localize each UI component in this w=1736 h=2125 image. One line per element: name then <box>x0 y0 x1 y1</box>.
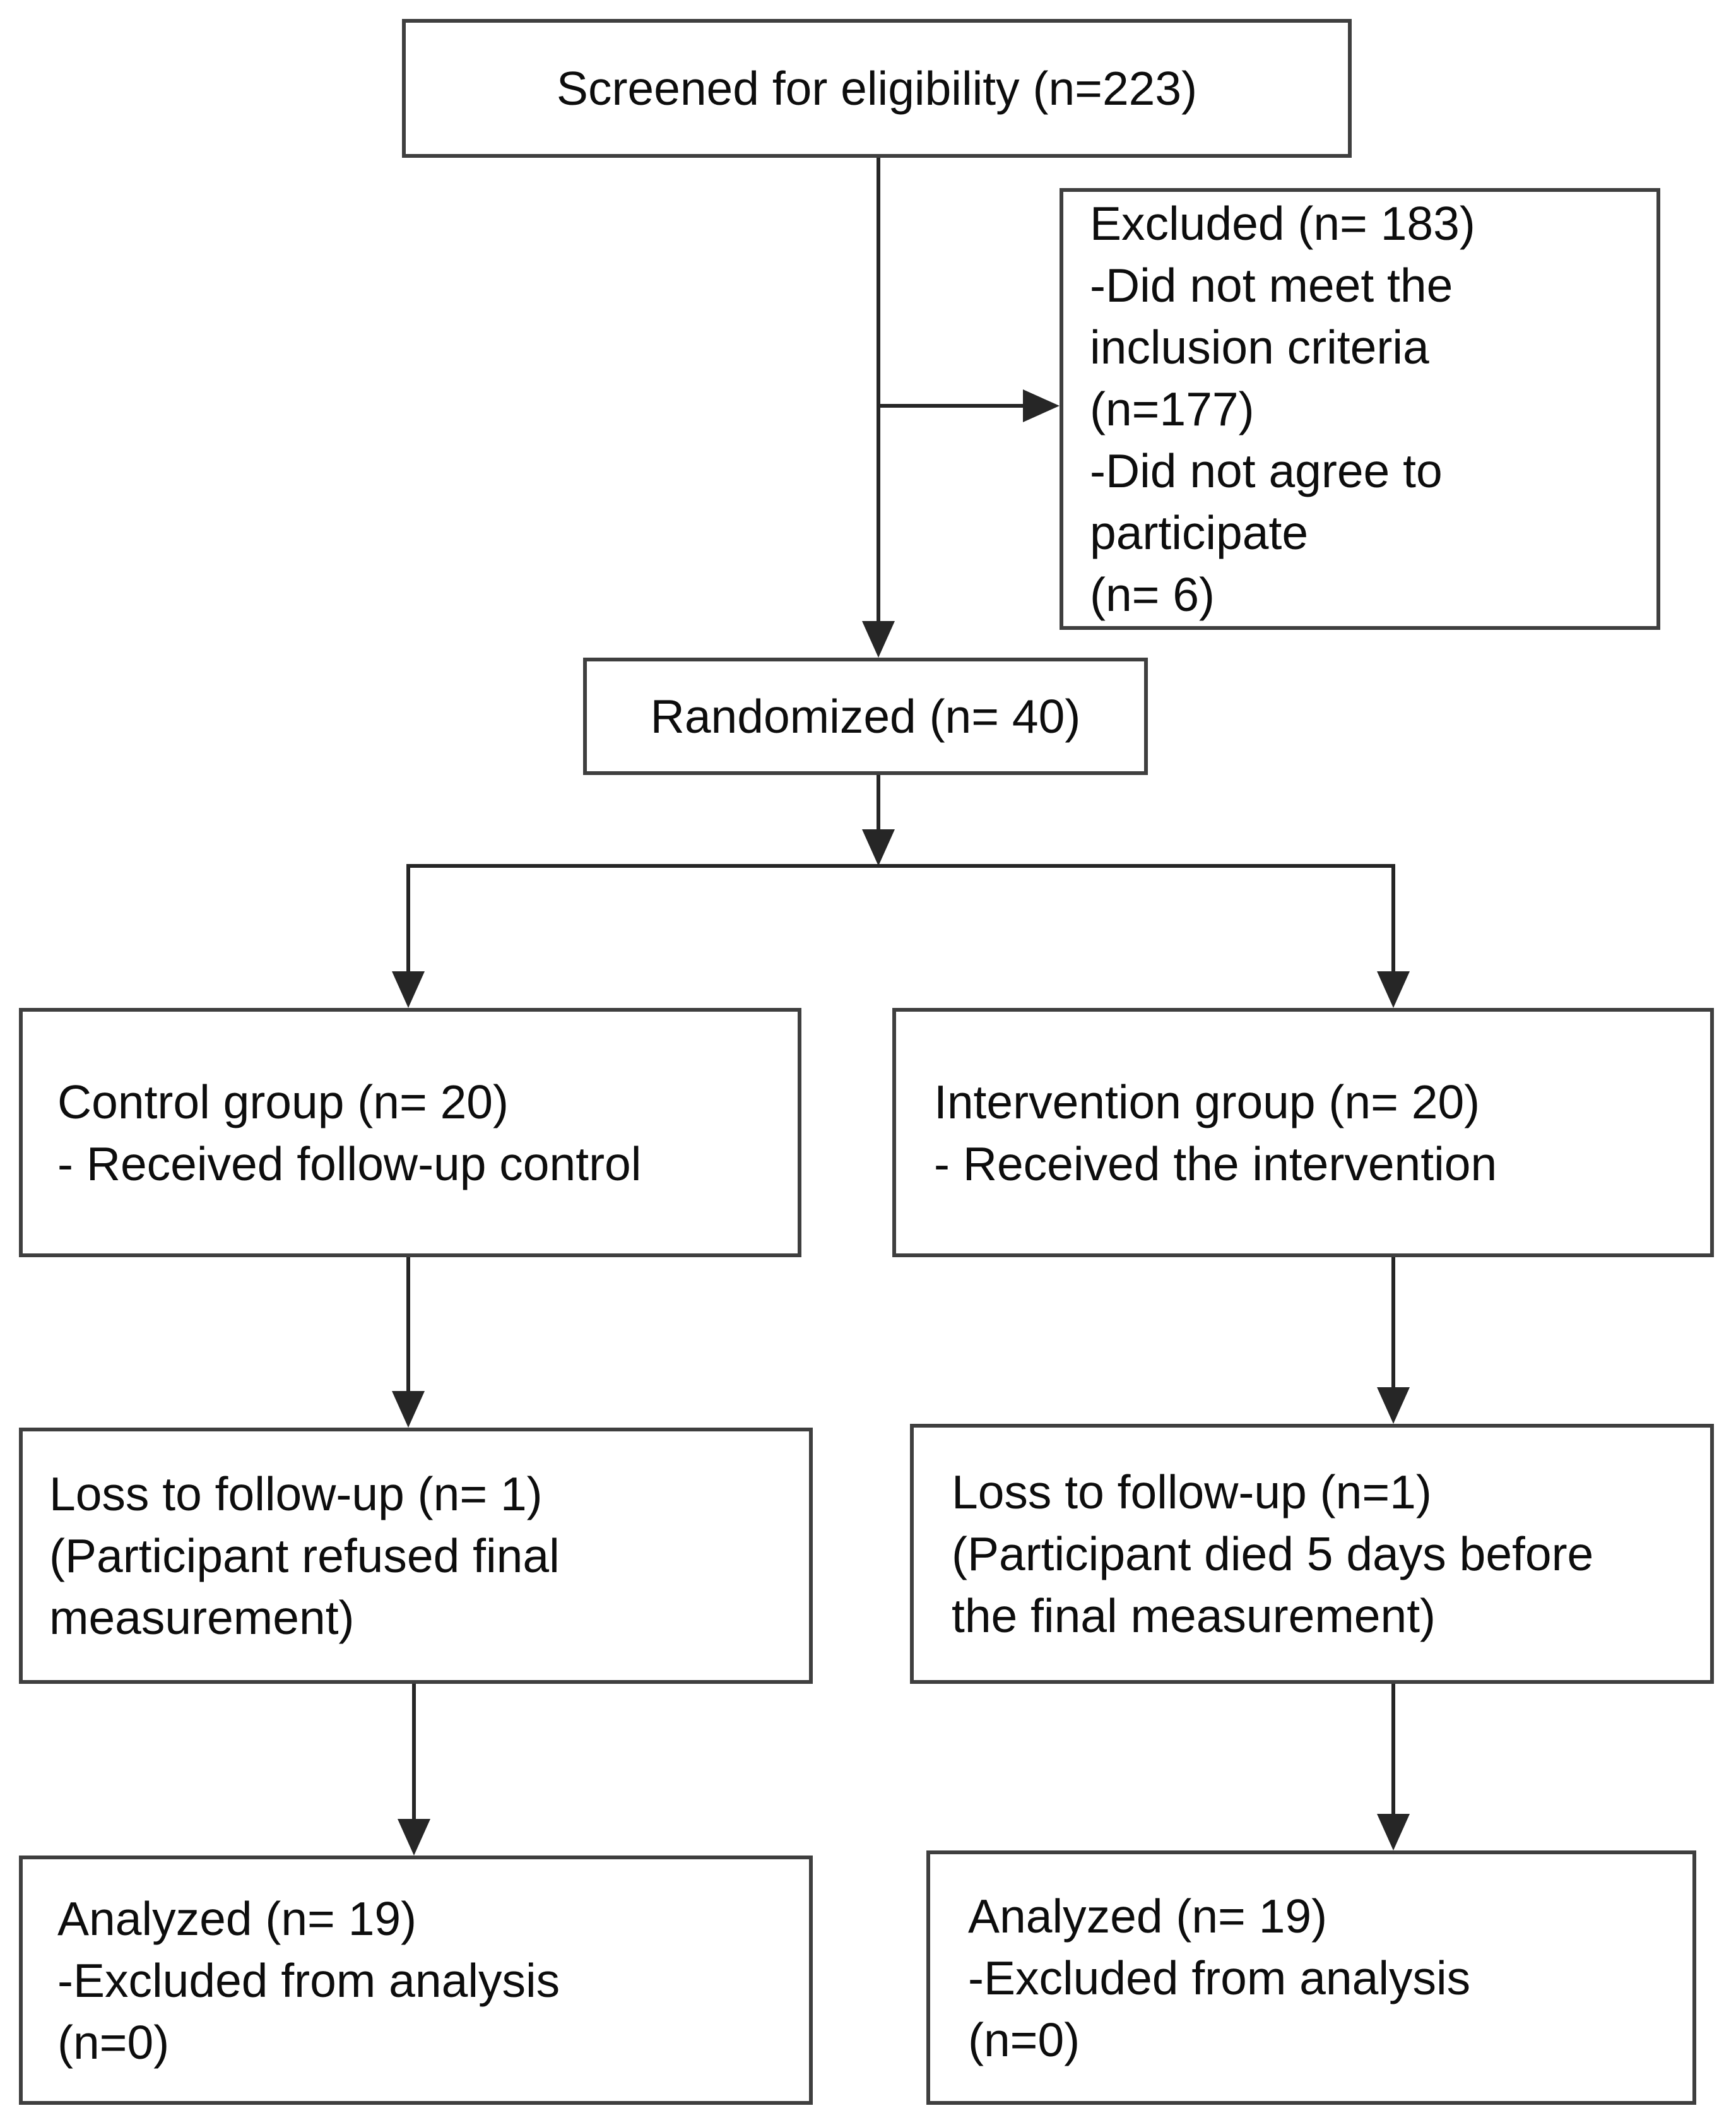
line-loss-to-analyzed-intervention <box>1391 1684 1395 1814</box>
arrowhead-into-excluded-icon <box>1023 389 1060 422</box>
arrowhead-into-split-icon <box>862 829 895 866</box>
box-randomized-text: Randomized (n= 40) <box>650 690 1081 743</box>
arrowhead-into-intervention-icon <box>1377 971 1410 1008</box>
box-loss-followup-control: Loss to follow-up (n= 1) (Participant re… <box>19 1428 813 1684</box>
box-loss-followup-control-text: Loss to follow-up (n= 1) (Participant re… <box>49 1467 560 1644</box>
line-split-to-intervention <box>1391 866 1395 971</box>
box-analyzed-intervention: Analyzed (n= 19) -Excluded from analysis… <box>926 1850 1696 2105</box>
box-loss-followup-intervention-text: Loss to follow-up (n=1) (Participant die… <box>952 1465 1594 1642</box>
box-intervention-group-text: Intervention group (n= 20) - Received th… <box>934 1075 1497 1190</box>
box-intervention-group: Intervention group (n= 20) - Received th… <box>892 1008 1714 1257</box>
line-screened-to-randomized <box>877 158 880 621</box>
line-loss-to-analyzed-control <box>412 1684 416 1819</box>
line-branch-to-excluded <box>877 404 1023 408</box>
box-analyzed-control: Analyzed (n= 19) -Excluded from analysis… <box>19 1856 813 2105</box>
arrowhead-into-loss-intervention-icon <box>1377 1387 1410 1424</box>
line-split-horizontal <box>406 864 1395 868</box>
box-excluded: Excluded (n= 183) -Did not meet the incl… <box>1060 188 1660 630</box>
arrowhead-into-analyzed-control-icon <box>398 1819 430 1856</box>
box-analyzed-intervention-text: Analyzed (n= 19) -Excluded from analysis… <box>968 1889 1471 2066</box>
box-screened-text: Screened for eligibility (n=223) <box>556 62 1198 115</box>
arrowhead-into-randomized-icon <box>862 621 895 658</box>
box-randomized: Randomized (n= 40) <box>583 658 1148 775</box>
line-intervention-to-loss <box>1391 1257 1395 1387</box>
box-control-group: Control group (n= 20) - Received follow-… <box>19 1008 801 1257</box>
line-control-to-loss <box>406 1257 410 1391</box>
arrowhead-into-loss-control-icon <box>392 1391 425 1428</box>
box-loss-followup-intervention: Loss to follow-up (n=1) (Participant die… <box>910 1424 1714 1684</box>
box-analyzed-control-text: Analyzed (n= 19) -Excluded from analysis… <box>57 1891 560 2069</box>
box-screened: Screened for eligibility (n=223) <box>402 19 1352 158</box>
line-split-to-control <box>406 866 410 971</box>
arrowhead-into-control-icon <box>392 971 425 1008</box>
box-control-group-text: Control group (n= 20) - Received follow-… <box>57 1075 642 1190</box>
line-randomized-to-split <box>877 775 880 829</box>
arrowhead-into-analyzed-intervention-icon <box>1377 1814 1410 1850</box>
box-excluded-text: Excluded (n= 183) -Did not meet the incl… <box>1090 197 1475 621</box>
